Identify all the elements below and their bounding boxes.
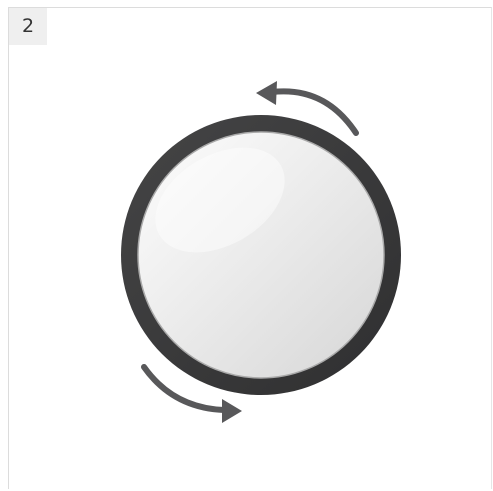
knob-illustration <box>0 0 493 491</box>
